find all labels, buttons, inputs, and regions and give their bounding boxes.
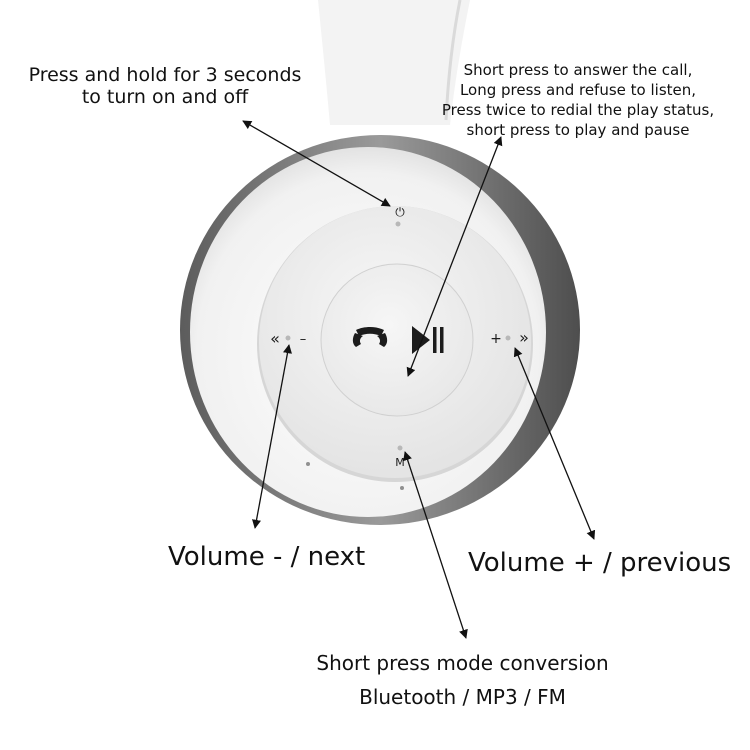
volume-down-arrow [252, 344, 292, 529]
volume-up-arrow [513, 347, 596, 540]
headband [318, 0, 470, 125]
play-arrow [406, 136, 503, 377]
mode-callout-line: Bluetooth / MP3 / FM [359, 685, 566, 709]
shell-dot-right [400, 486, 404, 490]
mode-callout: Short press mode conversion Bluetooth / … [270, 646, 655, 714]
phone-handset-icon [352, 327, 388, 347]
play-callout-line: Short press to answer the call, [463, 61, 693, 79]
volume-down-callout: Volume - / next [168, 542, 366, 572]
headband-edge [444, 0, 462, 121]
mode-indicator-dot [397, 445, 403, 451]
callout-arrows [242, 120, 596, 639]
minus-icon: – [300, 332, 307, 347]
mode-callout-line: Short press mode conversion [316, 651, 609, 675]
shell-dot-left [306, 462, 310, 466]
volume-up-callout: Volume + / previous [468, 548, 732, 578]
plus-indicator-dot [505, 335, 511, 341]
play-callout-line: Press twice to redial the play status, [441, 101, 715, 119]
mode-arrow [403, 451, 468, 639]
center-play-button [320, 263, 474, 417]
power-arrow [242, 120, 391, 207]
play-callout-line: short press to play and pause [466, 121, 690, 139]
plus-icon: + [490, 331, 502, 347]
power-indicator-dot [395, 221, 401, 227]
power-icon: ⏻ [395, 205, 405, 219]
next-chevrons-icon: » [519, 328, 529, 347]
power-callout: Press and hold for 3 seconds to turn on … [20, 64, 310, 108]
prev-chevrons-icon: « [270, 329, 280, 348]
mode-letter-icon: M [395, 456, 405, 469]
play-callout-line: Long press and refuse to listen, [459, 81, 697, 99]
play-callout: Short press to answer the call, Long pre… [412, 60, 744, 140]
power-callout-line: Press and hold for 3 seconds [28, 64, 302, 86]
power-callout-line: to turn on and off [81, 86, 249, 108]
minus-indicator-dot [285, 335, 291, 341]
